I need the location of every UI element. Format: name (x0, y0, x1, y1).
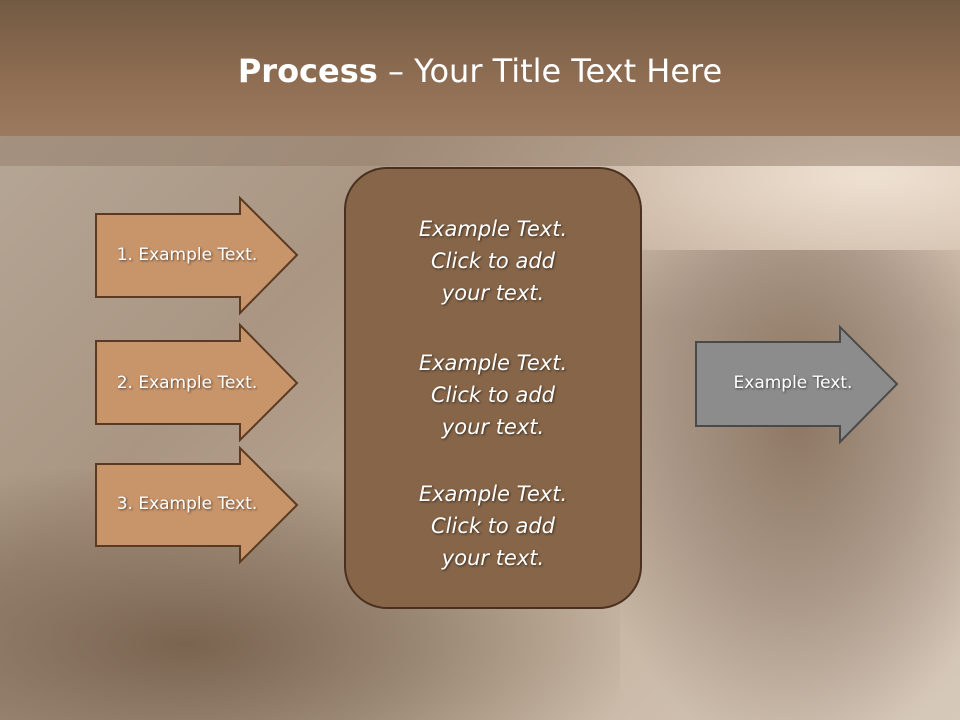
background-photo-fur (600, 250, 960, 720)
arrow-label-3: 3. Example Text. (116, 494, 258, 514)
title-bold: Process (237, 52, 378, 90)
title-band (0, 136, 960, 166)
center-text-line: Click to add (430, 249, 555, 273)
center-text-line: Example Text. (418, 351, 568, 375)
center-text-line: Example Text. (418, 217, 568, 241)
center-text-block-3[interactable]: Example Text. Click to add your text. (345, 478, 641, 574)
center-text-line: Click to add (430, 514, 555, 538)
title-rest: – Your Title Text Here (377, 52, 723, 90)
center-text-block-2[interactable]: Example Text. Click to add your text. (345, 347, 641, 443)
right-arrow-shape[interactable] (695, 324, 899, 445)
center-text-line: your text. (441, 415, 545, 439)
center-text-line: Example Text. (418, 482, 568, 506)
center-box-shape[interactable] (344, 167, 642, 609)
arrow-label-2: 2. Example Text. (116, 373, 258, 393)
arrow-shape-2[interactable] (95, 322, 299, 443)
center-text-line: your text. (441, 546, 545, 570)
center-text-block-1[interactable]: Example Text. Click to add your text. (345, 213, 641, 309)
right-arrow-label: Example Text. (733, 373, 853, 393)
title-bar: Process – Your Title Text Here (0, 0, 960, 136)
center-text-line: your text. (441, 281, 545, 305)
slide-title[interactable]: Process – Your Title Text Here (0, 52, 960, 90)
arrow-shape-3[interactable] (95, 445, 299, 565)
arrow-shape-1[interactable] (95, 195, 299, 316)
center-text-line: Click to add (430, 383, 555, 407)
arrow-label-1: 1. Example Text. (116, 245, 258, 265)
